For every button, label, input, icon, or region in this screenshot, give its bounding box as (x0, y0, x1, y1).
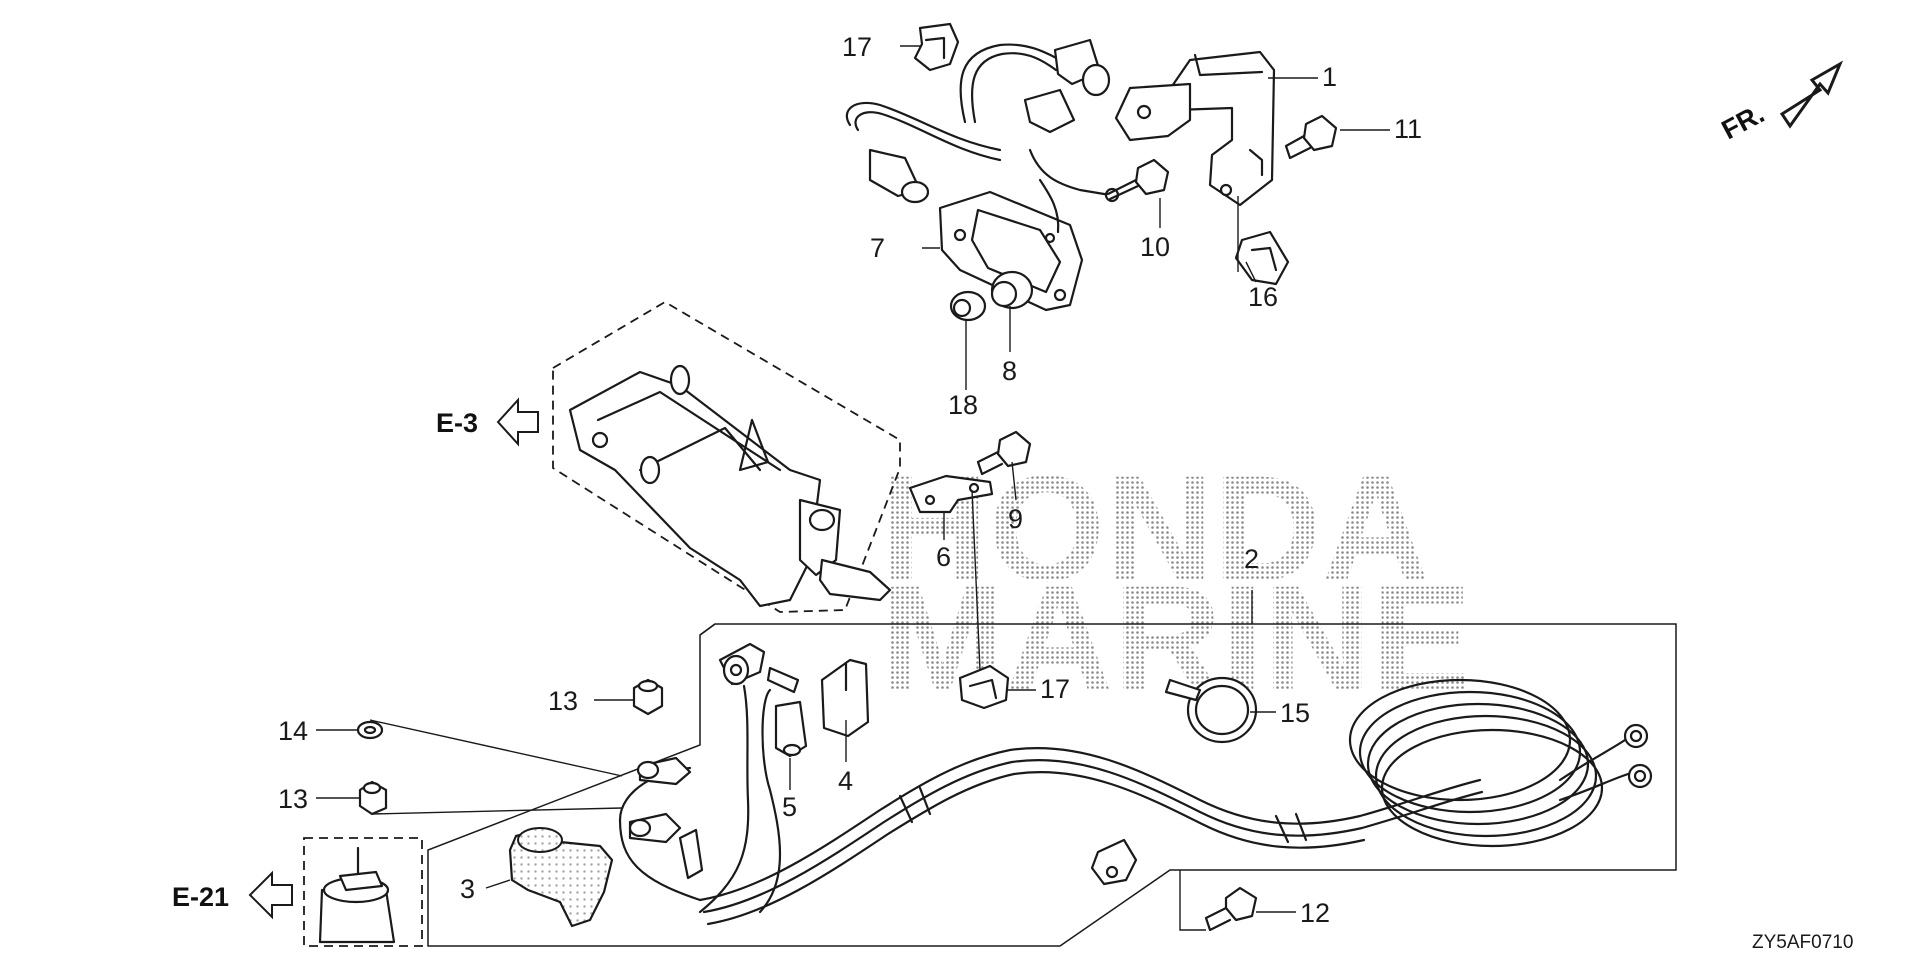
callouts: 1 11 16 10 7 17 8 18 9 6 2 17 15 4 5 13 … (278, 32, 1422, 928)
part-1-bracket[interactable] (1114, 50, 1276, 207)
part-18-collar[interactable] (949, 290, 987, 322)
part-6-bracket[interactable] (908, 474, 994, 514)
leader-lines (316, 45, 1390, 931)
part-13-nut-upper[interactable] (632, 678, 664, 716)
part-7-control-module[interactable] (938, 190, 1084, 312)
callout-1[interactable]: 1 (1322, 62, 1337, 92)
reference-e3[interactable]: E-3 (436, 397, 539, 447)
part-3-terminal-boot[interactable] (508, 827, 614, 928)
callout-17-top[interactable]: 17 (842, 32, 872, 62)
reference-e3-label: E-3 (436, 408, 478, 438)
callout-6[interactable]: 6 (936, 542, 951, 572)
part-17-clip-lower[interactable] (958, 664, 1010, 710)
figure-code: ZY5AF0710 (1752, 932, 1853, 953)
module-harness (845, 38, 1120, 234)
arrow-left-icon (496, 397, 539, 447)
callout-9[interactable]: 9 (1008, 504, 1023, 534)
honda-marine-watermark: HONDA MARINE (880, 444, 1472, 722)
reference-e21[interactable]: E-21 (172, 870, 293, 920)
part-8-grommet[interactable] (990, 270, 1034, 310)
engine-bracket-group (552, 300, 901, 613)
solenoid-group (303, 837, 423, 947)
part-17-clip-top[interactable] (913, 22, 960, 72)
part-13-nut-lower[interactable] (358, 780, 388, 816)
front-label: FR. (1717, 98, 1769, 145)
part-2-harness-outline (427, 623, 1677, 947)
part-5-cap[interactable] (774, 700, 808, 758)
callout-18[interactable]: 18 (948, 390, 978, 420)
callout-5[interactable]: 5 (782, 792, 797, 822)
part-9-bolt[interactable] (976, 430, 1032, 476)
reference-e21-label: E-21 (172, 882, 229, 912)
callout-10[interactable]: 10 (1140, 232, 1170, 262)
part-15-cable-tie[interactable] (1164, 676, 1258, 744)
part-14-washer[interactable] (356, 720, 384, 740)
callout-17-lower[interactable]: 17 (1040, 674, 1070, 704)
arrow-left-icon (248, 870, 293, 920)
callout-14[interactable]: 14 (278, 716, 308, 746)
callout-11[interactable]: 11 (1394, 114, 1422, 144)
callout-13-lower[interactable]: 13 (278, 784, 308, 814)
callout-15[interactable]: 15 (1280, 698, 1310, 728)
callout-12[interactable]: 12 (1300, 898, 1330, 928)
callout-2[interactable]: 2 (1244, 544, 1259, 574)
part-11-bolt[interactable] (1284, 114, 1338, 160)
front-arrow-icon (1779, 60, 1844, 129)
part-2-main-harness[interactable] (618, 642, 1653, 926)
callout-16[interactable]: 16 (1248, 282, 1278, 312)
callout-7[interactable]: 7 (870, 233, 885, 263)
callout-13-upper[interactable]: 13 (548, 686, 578, 716)
callout-4[interactable]: 4 (838, 766, 853, 796)
callout-3[interactable]: 3 (460, 874, 475, 904)
part-10-bolt[interactable] (1106, 158, 1170, 201)
watermark-honda: HONDA (880, 444, 1430, 612)
part-4-cover[interactable] (820, 658, 870, 738)
front-direction-indicator: FR. (1717, 60, 1844, 145)
part-16-clip[interactable] (1234, 230, 1290, 286)
part-12-bolt[interactable] (1204, 886, 1258, 932)
callout-8[interactable]: 8 (1002, 356, 1017, 386)
